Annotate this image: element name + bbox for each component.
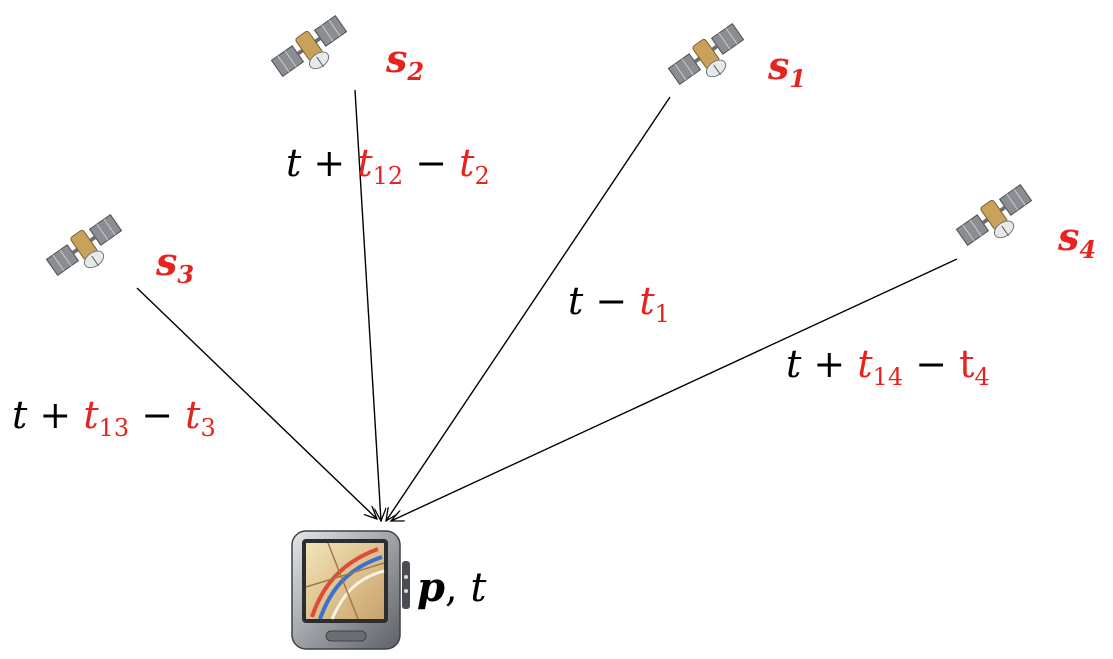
satellite-icon: [270, 14, 348, 78]
link-label-s2: t + t12 − t2: [286, 141, 490, 190]
satellite-label-s2: s2: [386, 36, 425, 86]
receiver-label: p, t: [417, 564, 487, 611]
link-s2: [354, 89, 381, 521]
link-s4: [391, 258, 958, 521]
gps-receiver-icon: [291, 530, 410, 650]
satellite-label-s3: s3: [156, 239, 195, 289]
satellite-icon: [667, 22, 745, 86]
link-label-s4: t + t14 − t4: [786, 342, 990, 391]
satellite-label-s1: s1: [768, 43, 807, 93]
link-s1: [386, 96, 671, 521]
link-label-s1: t − t1: [568, 279, 670, 328]
link-s3: [136, 287, 377, 519]
satellite-icon: [45, 213, 123, 277]
satellite-icon: [955, 183, 1033, 247]
satellite-label-s4: s4: [1058, 214, 1097, 264]
link-label-s3: t + t13 − t3: [12, 393, 216, 442]
